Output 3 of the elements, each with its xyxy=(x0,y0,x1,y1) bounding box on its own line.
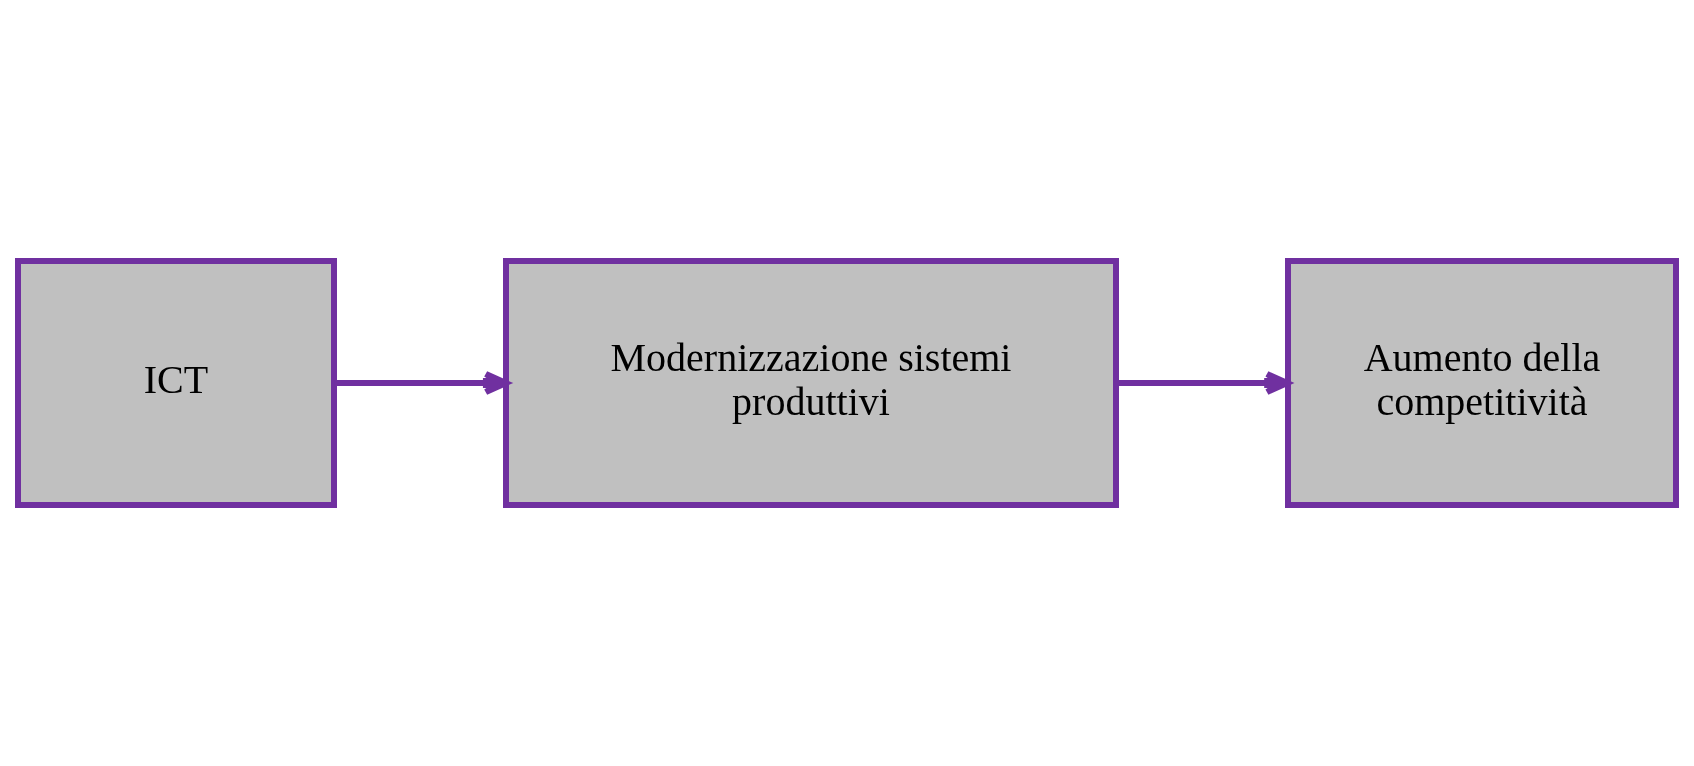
node-box: ICT xyxy=(15,258,337,508)
node-box: Modernizzazione sistemi produttivi xyxy=(503,258,1119,508)
node-box: Aumento della competitività xyxy=(1285,258,1679,508)
